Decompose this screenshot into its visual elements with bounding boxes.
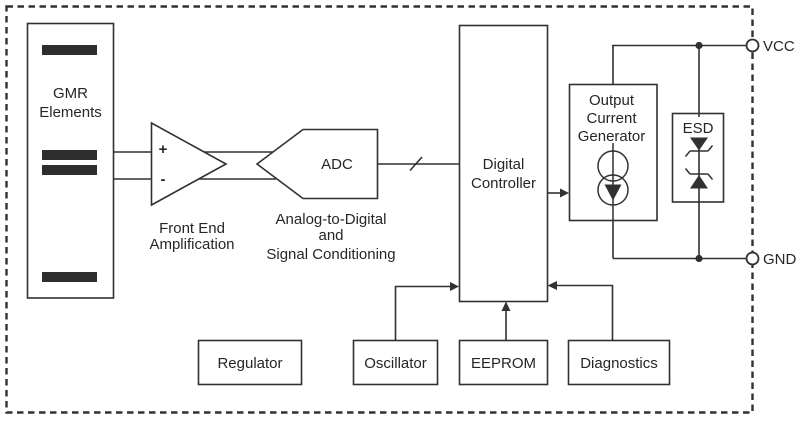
digital-controller-label-line1: Digital — [483, 156, 525, 173]
gmr-elements-block: GMR Elements — [26, 22, 115, 299]
zener-bar — [684, 168, 714, 180]
arrowhead-up-icon — [501, 301, 511, 311]
diagnostics-to-controller-wire — [557, 284, 614, 341]
ocg-label-line2: Current — [586, 110, 637, 127]
front-end-amplifier: + - Front End Amplification — [149, 121, 235, 253]
ocg-label-line3: Generator — [578, 128, 646, 145]
vcc-pin: VCC — [745, 38, 795, 55]
regulator-box — [197, 339, 303, 386]
current-source-icon — [597, 143, 629, 221]
gmr-label-line1: GMR — [53, 85, 88, 102]
zener-bar — [684, 145, 714, 157]
oscillator-label: Oscillator — [364, 355, 427, 372]
adc-caption-line3: Signal Conditioning — [266, 246, 395, 263]
digital-controller-label-line2: Controller — [471, 175, 536, 192]
gmr-box — [26, 22, 115, 299]
gmr-resistor-bar-icon — [42, 272, 97, 282]
arrowhead-left-icon — [547, 281, 557, 290]
adc-label: ADC — [321, 156, 353, 173]
eeprom-box — [458, 339, 549, 386]
diagnostics-label: Diagnostics — [580, 355, 658, 372]
junction-dot — [695, 41, 703, 50]
arrowhead-right-icon — [560, 188, 569, 198]
diagnostics-box — [567, 339, 671, 386]
adc-pentagon — [255, 128, 379, 200]
gmr-resistor-bar-icon — [42, 150, 97, 160]
eeprom-block: EEPROM — [458, 339, 549, 386]
opamp-triangle-icon — [150, 121, 228, 207]
gnd-pin: GND — [745, 251, 797, 268]
amp-minus-input-label: - — [161, 171, 166, 188]
diagnostics-block: Diagnostics — [567, 339, 671, 386]
ocg-label-line1: Output — [589, 92, 635, 109]
eeprom-label: EEPROM — [471, 355, 536, 372]
adc-caption-line1: Analog-to-Digital — [276, 211, 387, 228]
ic-boundary-dashed-border — [5, 5, 754, 414]
amp-plus-input-label: + — [159, 141, 168, 158]
zener-diode-down-icon — [684, 137, 714, 157]
zener-triangle-up — [690, 175, 708, 189]
bus-slash-icon — [409, 156, 423, 172]
junction-dot — [695, 254, 703, 263]
regulator-label: Regulator — [217, 355, 282, 372]
oscillator-block: Oscillator — [352, 339, 439, 386]
current-source-arrow-down-icon — [604, 184, 622, 201]
regulator-block: Regulator — [197, 339, 303, 386]
gmr-resistor-bar-icon — [42, 165, 97, 175]
adc-block: ADC Analog-to-Digital and Signal Conditi… — [255, 128, 396, 263]
oscillator-box — [352, 339, 439, 386]
esd-box — [671, 112, 725, 203]
zener-diode-up-icon — [684, 168, 714, 189]
gnd-terminal-icon — [745, 251, 760, 266]
amp-caption-line1: Front End — [159, 220, 225, 237]
zener-triangle-down — [690, 137, 708, 151]
vcc-label: VCC — [763, 38, 795, 55]
esd-label: ESD — [683, 120, 714, 137]
vcc-terminal-icon — [745, 38, 760, 53]
amp-caption-line2: Amplification — [149, 236, 234, 253]
digital-controller-box — [458, 24, 549, 303]
gmr-resistor-bar-icon — [42, 45, 97, 55]
esd-block: ESD — [671, 45, 725, 259]
adc-caption-line2: and — [318, 227, 343, 244]
oscillator-to-controller-wire — [394, 285, 450, 341]
digital-controller-block: Digital Controller — [458, 24, 549, 303]
gnd-label: GND — [763, 251, 797, 268]
arrowhead-right-icon — [450, 282, 459, 291]
gmr-label-line2: Elements — [39, 104, 102, 121]
